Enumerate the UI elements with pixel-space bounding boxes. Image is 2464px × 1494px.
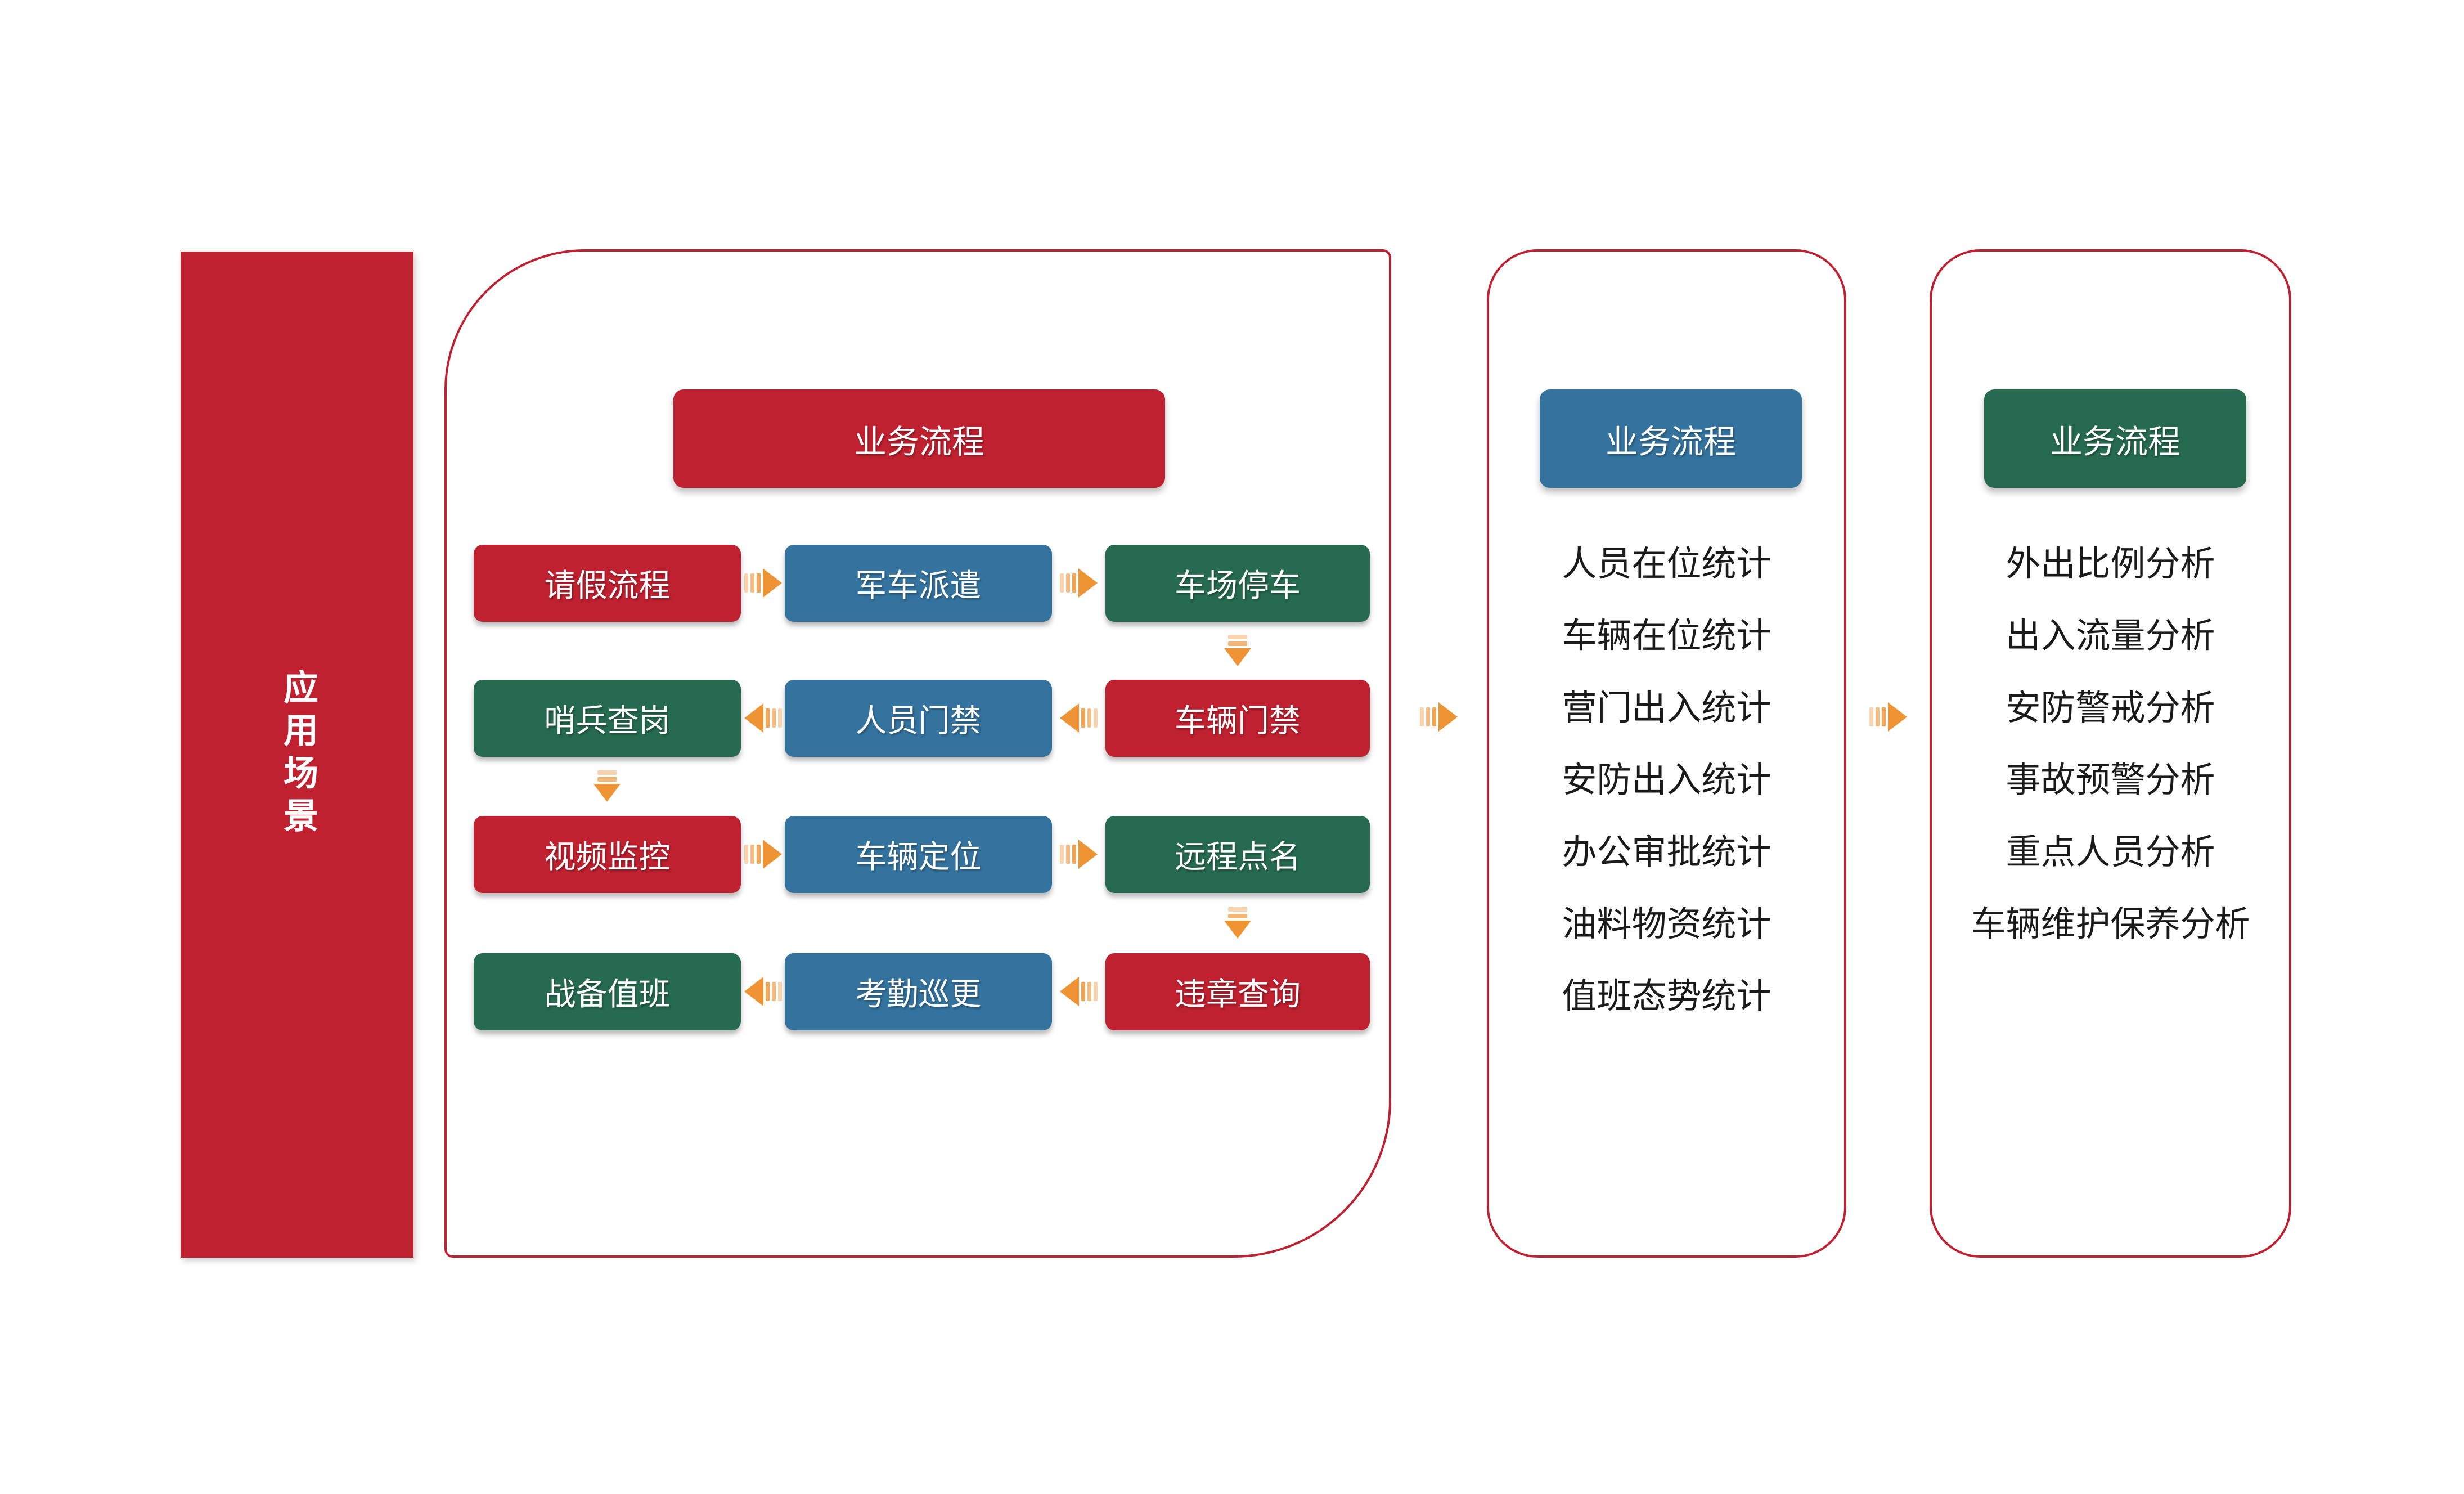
flow-arrow-right-icon	[744, 568, 782, 598]
scenario-bar: 应用场景	[181, 252, 413, 1258]
process-box: 车辆定位	[785, 816, 1052, 893]
list-item: 事故预警分析	[2006, 761, 2215, 800]
list-item: 营门出入统计	[1562, 689, 1771, 728]
list-item: 油料物资统计	[1562, 905, 1771, 944]
list-item: 出入流量分析	[2006, 617, 2215, 656]
list-item: 安防出入统计	[1562, 761, 1771, 800]
flow-arrow-down-icon	[1224, 635, 1251, 666]
list-item: 重点人员分析	[2006, 833, 2215, 872]
panel-link-arrow-icon	[1420, 702, 1458, 732]
process-box: 战备值班	[474, 953, 741, 1030]
list-item: 外出比例分析	[2006, 545, 2215, 584]
process-box: 视频监控	[474, 816, 741, 893]
stats-list: 人员在位统计 车辆在位统计 营门出入统计 安防出入统计 办公审批统计 油料物资统…	[1489, 524, 1844, 1029]
flow-arrow-left-icon	[1060, 977, 1098, 1006]
scenario-bar-label: 应用场景	[278, 669, 317, 840]
flow-arrow-down-icon	[1224, 907, 1251, 939]
list-item: 人员在位统计	[1562, 545, 1771, 584]
list-item: 车辆维护保养分析	[1971, 905, 2250, 944]
list-item: 值班态势统计	[1562, 977, 1771, 1016]
process-box: 人员门禁	[785, 680, 1052, 757]
list-item: 车辆在位统计	[1562, 617, 1771, 656]
flow-arrow-right-icon	[744, 840, 782, 869]
analysis-list: 外出比例分析 出入流量分析 安防警戒分析 事故预警分析 重点人员分析 车辆维护保…	[1932, 524, 2289, 957]
flow-arrow-left-icon	[1060, 703, 1098, 733]
analysis-panel: 业务流程 外出比例分析 出入流量分析 安防警戒分析 事故预警分析 重点人员分析 …	[1930, 249, 2291, 1258]
flow-arrow-down-icon	[593, 770, 621, 802]
flow-arrow-right-icon	[1060, 568, 1098, 598]
stats-panel-header: 业务流程	[1540, 389, 1802, 488]
process-box: 违章查询	[1105, 953, 1370, 1030]
stats-panel: 业务流程 人员在位统计 车辆在位统计 营门出入统计 安防出入统计 办公审批统计 …	[1487, 249, 1846, 1258]
flow-arrow-left-icon	[744, 977, 782, 1006]
process-box: 请假流程	[474, 545, 741, 622]
process-box: 车场停车	[1105, 545, 1370, 622]
flow-arrow-right-icon	[1060, 840, 1098, 869]
process-flow-panel: 业务流程 请假流程 军车派遣 车场停车 哨兵查岗 人员门禁 车辆门禁 视频监控 …	[444, 249, 1391, 1258]
list-item: 办公审批统计	[1562, 833, 1771, 872]
analysis-panel-header: 业务流程	[1984, 389, 2246, 488]
process-box: 考勤巡更	[785, 953, 1052, 1030]
process-box: 军车派遣	[785, 545, 1052, 622]
process-box: 远程点名	[1105, 816, 1370, 893]
process-box: 哨兵查岗	[474, 680, 741, 757]
process-panel-header: 业务流程	[673, 389, 1165, 488]
flow-arrow-left-icon	[744, 703, 782, 733]
process-box: 车辆门禁	[1105, 680, 1370, 757]
panel-link-arrow-icon	[1869, 702, 1907, 732]
list-item: 安防警戒分析	[2006, 689, 2215, 728]
